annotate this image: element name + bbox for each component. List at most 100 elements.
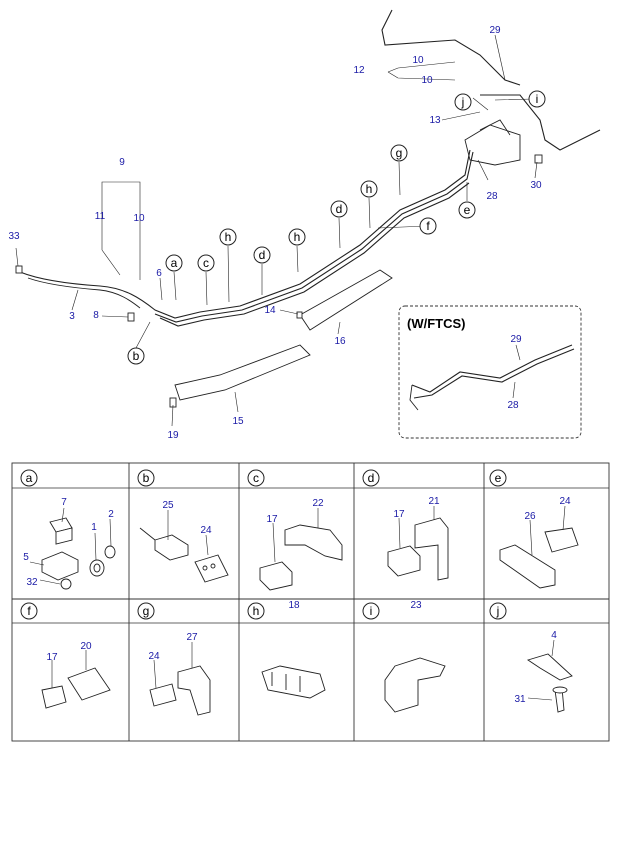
table-cell-d-letter: d <box>368 471 375 485</box>
callout-33: 33 <box>8 231 20 242</box>
inset-frame <box>398 305 582 439</box>
cell-g-drawing: 27 24 <box>148 632 211 716</box>
part-18: 18 <box>288 600 300 611</box>
part-17-d: 17 <box>393 509 405 520</box>
cell-a-drawing: 7 2 1 5 32 <box>23 497 116 590</box>
main-assembly: j i g e h f d h h d c a b 29 10 10 12 13… <box>8 9 601 441</box>
callout-circle-a <box>165 254 183 272</box>
callout-circle-h3 <box>219 228 237 246</box>
callout-circle-g <box>390 144 408 162</box>
callout-12: 12 <box>353 65 365 76</box>
callout-circle-i <box>528 90 546 108</box>
callout-16: 16 <box>334 336 346 347</box>
part-23: 23 <box>410 600 422 611</box>
table-cell-a-circle <box>20 469 38 487</box>
part-25: 25 <box>162 500 174 511</box>
callout-circle-f <box>419 217 437 235</box>
table-cell-g-letter: g <box>143 604 150 618</box>
cell-c-drawing: 22 17 <box>259 498 343 591</box>
callout-letter-g: g <box>396 146 403 160</box>
callout-10-left: 10 <box>133 213 145 224</box>
part-7: 7 <box>61 497 67 508</box>
callout-11: 11 <box>95 211 106 222</box>
callout-circle-e <box>458 201 476 219</box>
table-cell-f-circle <box>20 602 38 620</box>
inset-title: (W/FTCS) <box>407 316 465 331</box>
callout-letter-b: b <box>133 349 140 363</box>
cell-e-drawing: 24 26 <box>499 496 579 589</box>
callout-29: 29 <box>489 25 501 36</box>
table-cell-j-letter: j <box>496 604 500 618</box>
callout-circle-h1 <box>360 180 378 198</box>
callout-28: 28 <box>486 191 498 202</box>
cell-f-drawing: 20 17 <box>41 641 111 709</box>
table-cell-j-circle <box>489 602 507 620</box>
part-17-f: 17 <box>46 652 58 663</box>
part-24-e: 24 <box>559 496 571 507</box>
callout-13: 13 <box>429 115 441 126</box>
part-27: 27 <box>186 632 198 643</box>
callout-circle-d1 <box>330 200 348 218</box>
callout-letter-f: f <box>426 219 430 233</box>
callout-15: 15 <box>232 416 244 427</box>
part-32: 32 <box>26 577 38 588</box>
part-1: 1 <box>91 522 97 533</box>
callout-3: 3 <box>69 311 75 322</box>
callout-circle-b <box>127 347 145 365</box>
cell-d-drawing: 21 17 <box>387 496 449 581</box>
table-cell-b-circle <box>137 469 155 487</box>
callout-letter-d1: d <box>336 202 343 216</box>
callout-circle-c <box>197 254 215 272</box>
callout-letter-h3: h <box>225 230 232 244</box>
part-24: 24 <box>200 525 212 536</box>
table-cell-f-letter: f <box>27 604 31 618</box>
callout-circle-j <box>454 93 472 111</box>
callout-14: 14 <box>264 305 276 316</box>
ftcs-inset: (W/FTCS) 29 28 <box>398 305 582 439</box>
callout-letter-a: a <box>171 256 178 270</box>
callout-10-upper: 10 <box>412 55 424 66</box>
part-31: 31 <box>514 694 526 705</box>
callout-letter-h1: h <box>366 182 373 196</box>
table-cell-g-circle <box>137 602 155 620</box>
callout-10-lower: 10 <box>421 75 433 86</box>
callout-letter-d2: d <box>259 248 266 262</box>
table-cell-c-letter: c <box>253 471 259 485</box>
callout-9: 9 <box>119 157 125 168</box>
cell-j-drawing: 4 31 <box>514 630 573 713</box>
part-4: 4 <box>551 630 557 641</box>
inset-callout-28: 28 <box>507 400 519 411</box>
cell-b-drawing: 25 24 <box>139 500 229 583</box>
callout-circle-h2 <box>288 228 306 246</box>
table-cell-i-letter: i <box>370 604 373 618</box>
part-26: 26 <box>524 511 536 522</box>
detail-table: a b c d e f g h i j 7 2 1 <box>11 462 610 742</box>
callout-6: 6 <box>156 268 162 279</box>
part-5: 5 <box>23 552 29 563</box>
callout-letter-e: e <box>464 203 471 217</box>
table-cell-b-letter: b <box>143 471 150 485</box>
callout-letter-c: c <box>203 256 209 270</box>
part-24-g: 24 <box>148 651 160 662</box>
table-cell-e-circle <box>489 469 507 487</box>
part-21: 21 <box>428 496 440 507</box>
table-cell-h-letter: h <box>253 604 260 618</box>
part-17: 17 <box>266 514 278 525</box>
table-cell-c-circle <box>247 469 265 487</box>
callout-circle-d2 <box>253 246 271 264</box>
cell-i-drawing: 23 <box>384 600 446 713</box>
cell-h-drawing: 18 <box>261 600 326 699</box>
table-cell-a-letter: a <box>26 471 33 485</box>
callout-19: 19 <box>167 430 179 441</box>
part-20: 20 <box>80 641 92 652</box>
table-cell-e-letter: e <box>495 471 502 485</box>
table-cell-d-circle <box>362 469 380 487</box>
callout-letter-h2: h <box>294 230 301 244</box>
part-2: 2 <box>108 509 114 520</box>
callout-8: 8 <box>93 310 99 321</box>
inset-callout-29: 29 <box>510 334 522 345</box>
table-cell-i-circle <box>362 602 380 620</box>
callout-letter-i: i <box>536 92 539 106</box>
part-22: 22 <box>312 498 324 509</box>
